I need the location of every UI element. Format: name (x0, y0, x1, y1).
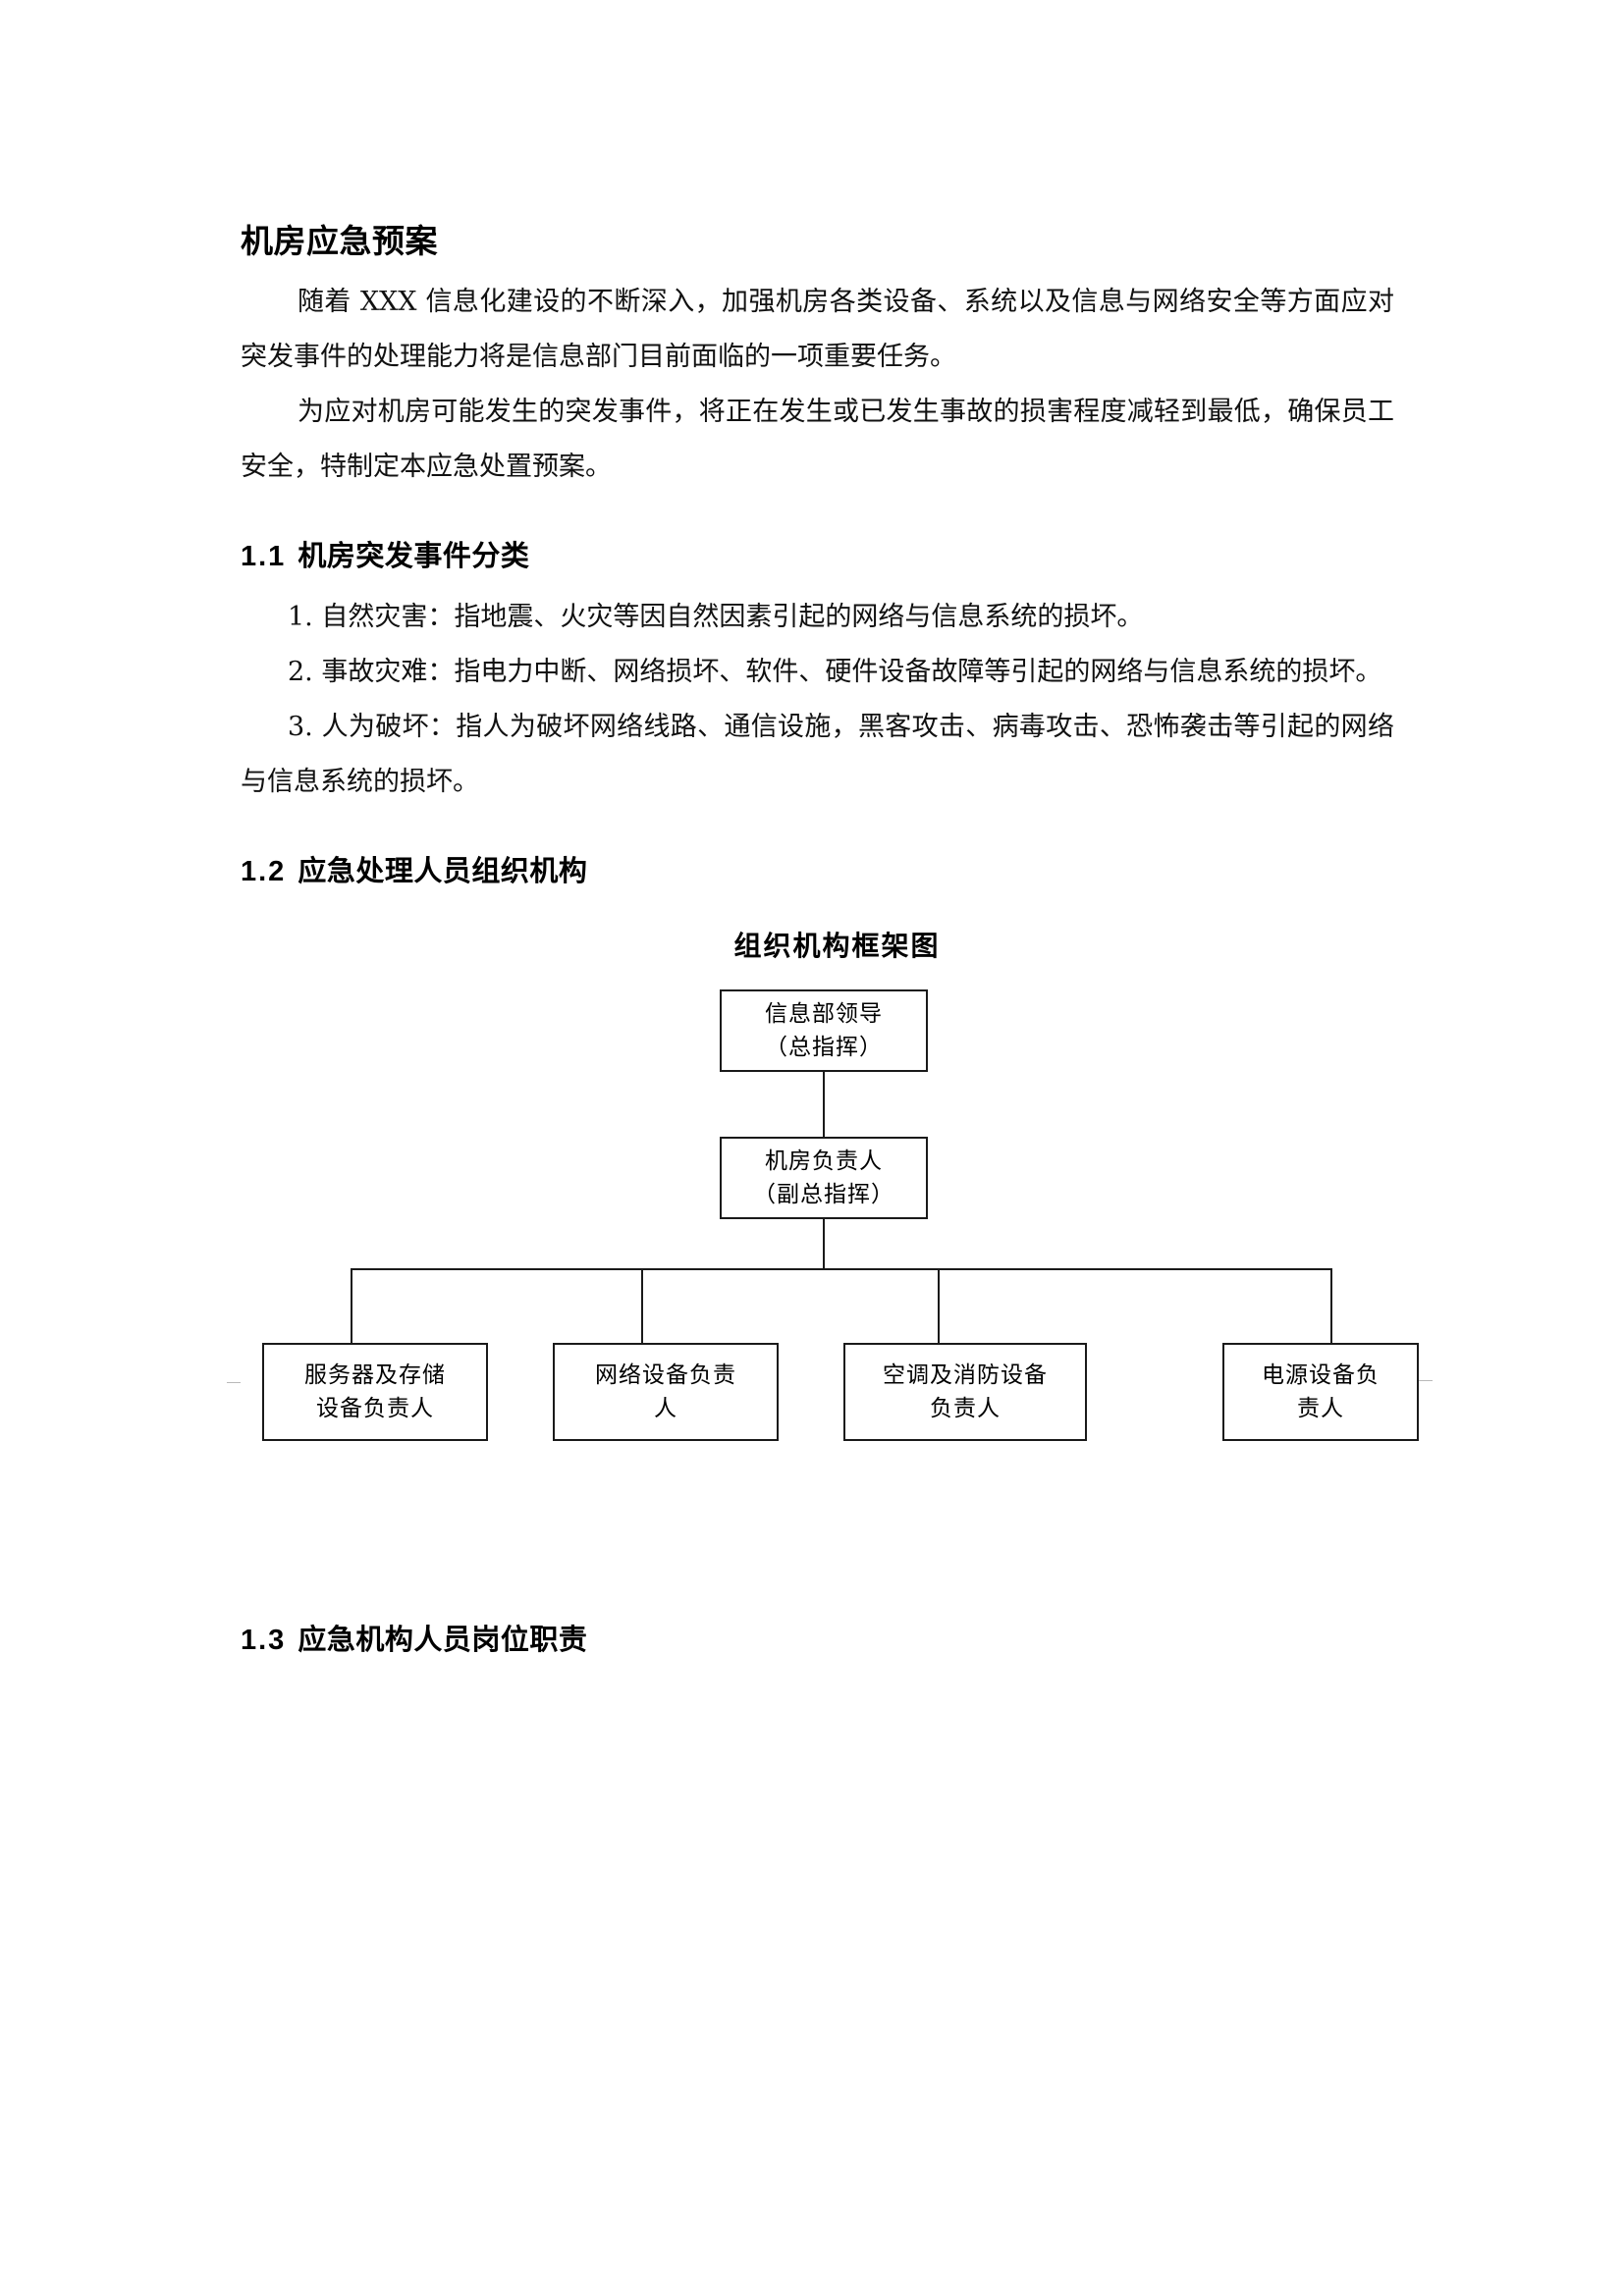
intro-paragraph-2: 为应对机房可能发生的突发事件，将正在发生或已发生事故的损害程度减轻到最低，确保员… (241, 397, 1394, 483)
connector-horizontal-bus (351, 1267, 1332, 1270)
org-node-leaf-3: 空调及消防设备 负责人 (843, 1342, 1087, 1441)
heading-1-1: 1.1 机房突发事件分类 (241, 538, 1394, 576)
list-item: 3. 人为破坏：指人为破坏网络线路、通信设施，黑客攻击、病毒攻击、恐怖袭击等引起… (241, 711, 1394, 797)
heading-1-2-number: 1.2 (241, 855, 287, 887)
org-node-level1-line2: （总指挥） (765, 1034, 883, 1060)
connector-drop-4 (1330, 1267, 1332, 1343)
heading-1-1-number: 1.1 (241, 541, 287, 573)
heading-1-2-label: 应急处理人员组织机构 (298, 853, 588, 887)
heading-1-3: 1.3 应急机构人员岗位职责 (241, 1622, 1394, 1660)
intro-paragraph-1: 随着 XXX 信息化建设的不断深入，加强机房各类设备、系统以及信息与网络安全等方… (241, 287, 1394, 373)
org-chart-figure: 组织机构框架图 信息部领导 （总指挥） 机房负责人 （副总指挥） (227, 925, 1433, 1474)
heading-1-1-label: 机房突发事件分类 (298, 539, 530, 573)
org-node-leaf-4-line2: 责人 (1297, 1395, 1344, 1421)
org-node-leaf-1-line2: 设备负责人 (316, 1395, 434, 1421)
org-node-leaf-3-line2: 负责人 (930, 1395, 1001, 1421)
org-node-leaf-3-line1: 空调及消防设备 (883, 1362, 1048, 1388)
page-content: 机房应急预案 随着 XXX 信息化建设的不断深入，加强机房各类设备、系统以及信息… (227, 221, 1433, 1673)
heading-1-3-number: 1.3 (241, 1624, 287, 1656)
org-node-leaf-2-line1: 网络设备负责 (595, 1362, 736, 1388)
list-item: 1. 自然灾害：指地震、火灾等因自然因素引起的网络与信息系统的损坏。 (288, 601, 1144, 632)
connector-drop-2 (641, 1267, 643, 1343)
org-node-leaf-4: 电源设备负 责人 (1222, 1342, 1419, 1441)
list-item: 2. 事故灾难：指电力中断、网络损坏、软件、硬件设备故障等引起的网络与信息系统的… (288, 656, 1382, 687)
org-node-leaf-2: 网络设备负责 人 (553, 1342, 779, 1441)
heading-1-3-label: 应急机构人员岗位职责 (298, 1622, 588, 1656)
org-node-level2: 机房负责人 （副总指挥） (720, 1136, 928, 1219)
page-title: 机房应急预案 (241, 222, 438, 260)
connector-level1-level2 (823, 1071, 825, 1137)
connector-level2-trunk (823, 1218, 825, 1268)
heading-1-2: 1.2 应急处理人员组织机构 (241, 853, 1394, 891)
margin-tick-left (227, 1381, 241, 1383)
org-node-level2-line2: （副总指挥） (753, 1181, 894, 1207)
connector-drop-1 (351, 1267, 352, 1343)
org-chart-title: 组织机构框架图 (733, 929, 941, 962)
org-node-leaf-1-line1: 服务器及存储 (304, 1362, 446, 1388)
org-node-level2-line1: 机房负责人 (765, 1148, 883, 1174)
org-node-leaf-1: 服务器及存储 设备负责人 (262, 1342, 488, 1441)
org-chart-diagram: 信息部领导 （总指挥） 机房负责人 （副总指挥） (227, 988, 1433, 1461)
org-node-leaf-4-line1: 电源设备负 (1262, 1362, 1380, 1388)
connector-drop-3 (938, 1267, 940, 1343)
margin-tick-right (1419, 1379, 1433, 1381)
org-node-level1-line1: 信息部领导 (765, 1000, 883, 1027)
org-node-level1: 信息部领导 （总指挥） (720, 988, 928, 1072)
org-node-leaf-2-line2: 人 (654, 1395, 677, 1421)
